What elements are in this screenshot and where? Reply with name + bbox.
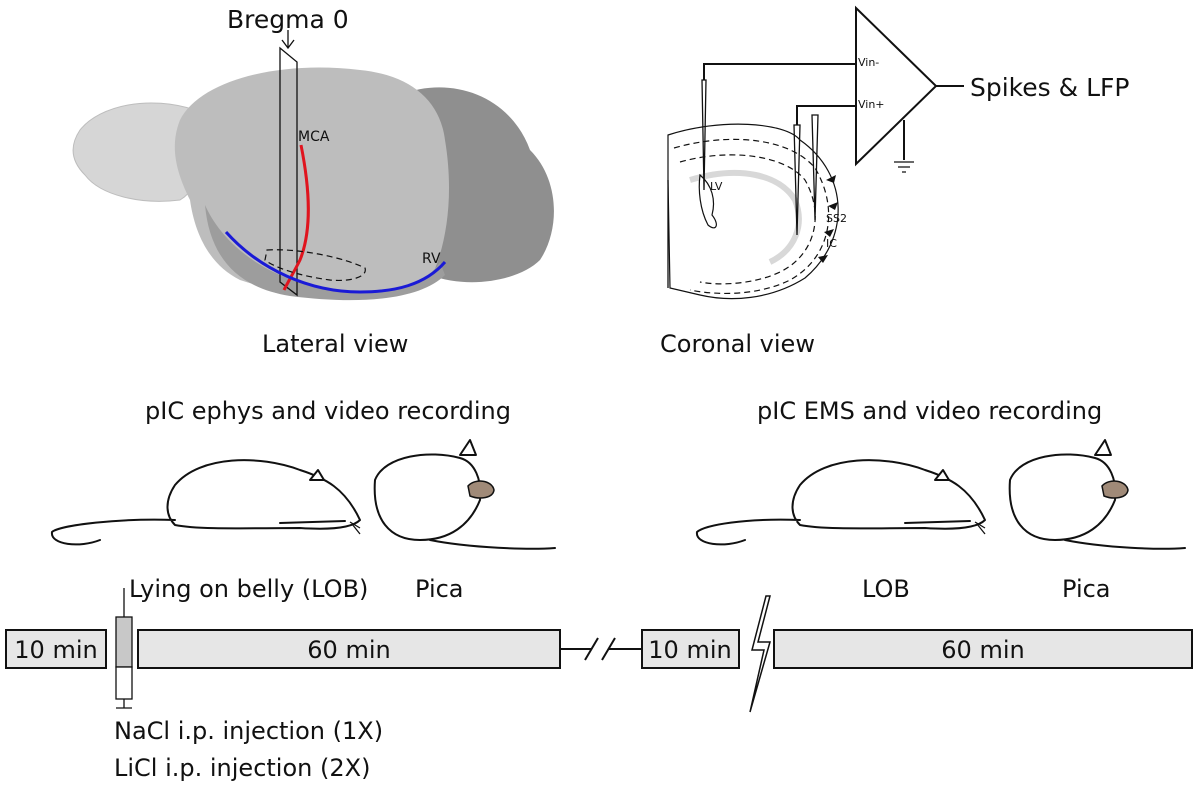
timeline-box-baseline-1 bbox=[5, 629, 107, 669]
vin-plus-label: Vin+ bbox=[858, 98, 885, 111]
rat-lying-left bbox=[51, 459, 361, 546]
rv-vessel bbox=[224, 230, 447, 294]
syringe-body bbox=[115, 666, 133, 700]
wire-vin-plus bbox=[796, 105, 856, 125]
injection-licl-label: LiCl i.p. injection (2X) bbox=[114, 754, 370, 782]
lv-label: LV bbox=[710, 180, 723, 193]
bregma-label: Bregma 0 bbox=[227, 5, 349, 34]
mca-label: MCA bbox=[298, 129, 330, 145]
white-matter-band bbox=[689, 169, 802, 265]
timeline-box-label: 10 min bbox=[14, 636, 97, 664]
timeline-box-baseline-2 bbox=[641, 629, 740, 669]
chow-pellet-right bbox=[1101, 480, 1129, 499]
rat-lying-right bbox=[696, 459, 986, 546]
lateral-view-caption: Lateral view bbox=[262, 330, 408, 358]
vin-minus-label: Vin- bbox=[858, 56, 879, 69]
insula-region-outline bbox=[264, 249, 366, 282]
ems-stimulation-bolt bbox=[749, 595, 771, 713]
timeline-box-label: 60 min bbox=[941, 636, 1024, 664]
timeline-box-session-2 bbox=[773, 629, 1193, 669]
ic-label: IC bbox=[826, 237, 837, 250]
syringe-icon bbox=[115, 588, 133, 709]
left-state-lob: Lying on belly (LOB) bbox=[129, 575, 368, 603]
timeline-box-label: 10 min bbox=[648, 636, 731, 664]
differential-amplifier bbox=[855, 5, 938, 167]
output-label: Spikes & LFP bbox=[970, 73, 1129, 102]
wire-vin-minus bbox=[703, 63, 856, 80]
left-state-pica: Pica bbox=[415, 575, 464, 603]
ventral-brain bbox=[205, 205, 445, 301]
left-protocol-title: pIC ephys and video recording bbox=[145, 397, 511, 425]
coronal-layer-line-1 bbox=[673, 138, 830, 295]
lateral-view-panel: Bregma 0 MCA RV Lateral view bbox=[72, 5, 554, 358]
ss2-label: SS2 bbox=[826, 212, 847, 225]
bregma-arrow bbox=[281, 30, 295, 50]
rat-pica-left bbox=[373, 439, 556, 550]
olfactory-bulb bbox=[72, 102, 204, 202]
right-state-lob: LOB bbox=[862, 575, 910, 603]
rv-label: RV bbox=[422, 251, 441, 267]
injection-nacl-label: NaCl i.p. injection (1X) bbox=[114, 717, 383, 745]
ground-symbol bbox=[894, 161, 914, 173]
rat-pica-right bbox=[1008, 439, 1186, 550]
coronal-view-panel: Vin- Vin+ Spikes & LFP LV SS2 IC Coronal… bbox=[660, 5, 1129, 358]
timeline: 10 min 60 min 10 min 60 min bbox=[5, 595, 1193, 713]
syringe-barrel bbox=[115, 616, 133, 668]
coronal-view-caption: Coronal view bbox=[660, 330, 815, 358]
right-protocol-title: pIC EMS and video recording bbox=[757, 397, 1102, 425]
cerebral-cortex bbox=[174, 67, 450, 295]
timeline-break bbox=[560, 637, 642, 661]
right-state-pica: Pica bbox=[1062, 575, 1111, 603]
chow-pellet-left bbox=[467, 480, 495, 499]
timeline-box-label: 60 min bbox=[307, 636, 390, 664]
bregma-section-plane bbox=[279, 46, 298, 297]
recording-electrode-2 bbox=[811, 114, 819, 221]
mca-vessel bbox=[282, 144, 310, 291]
